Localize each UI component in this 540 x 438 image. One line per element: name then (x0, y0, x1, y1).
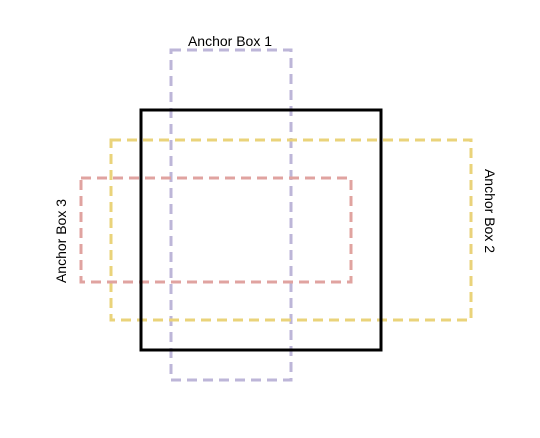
anchor-box-3 (79, 176, 353, 284)
anchor-box-1-label: Anchor Box 1 (188, 33, 272, 49)
anchor-box-3-label: Anchor Box 3 (53, 199, 69, 283)
ground-truth-box (139, 108, 383, 352)
anchor-box-2 (109, 138, 473, 322)
anchor-box-2-label: Anchor Box 2 (482, 169, 498, 253)
anchor-box-1 (169, 48, 293, 382)
